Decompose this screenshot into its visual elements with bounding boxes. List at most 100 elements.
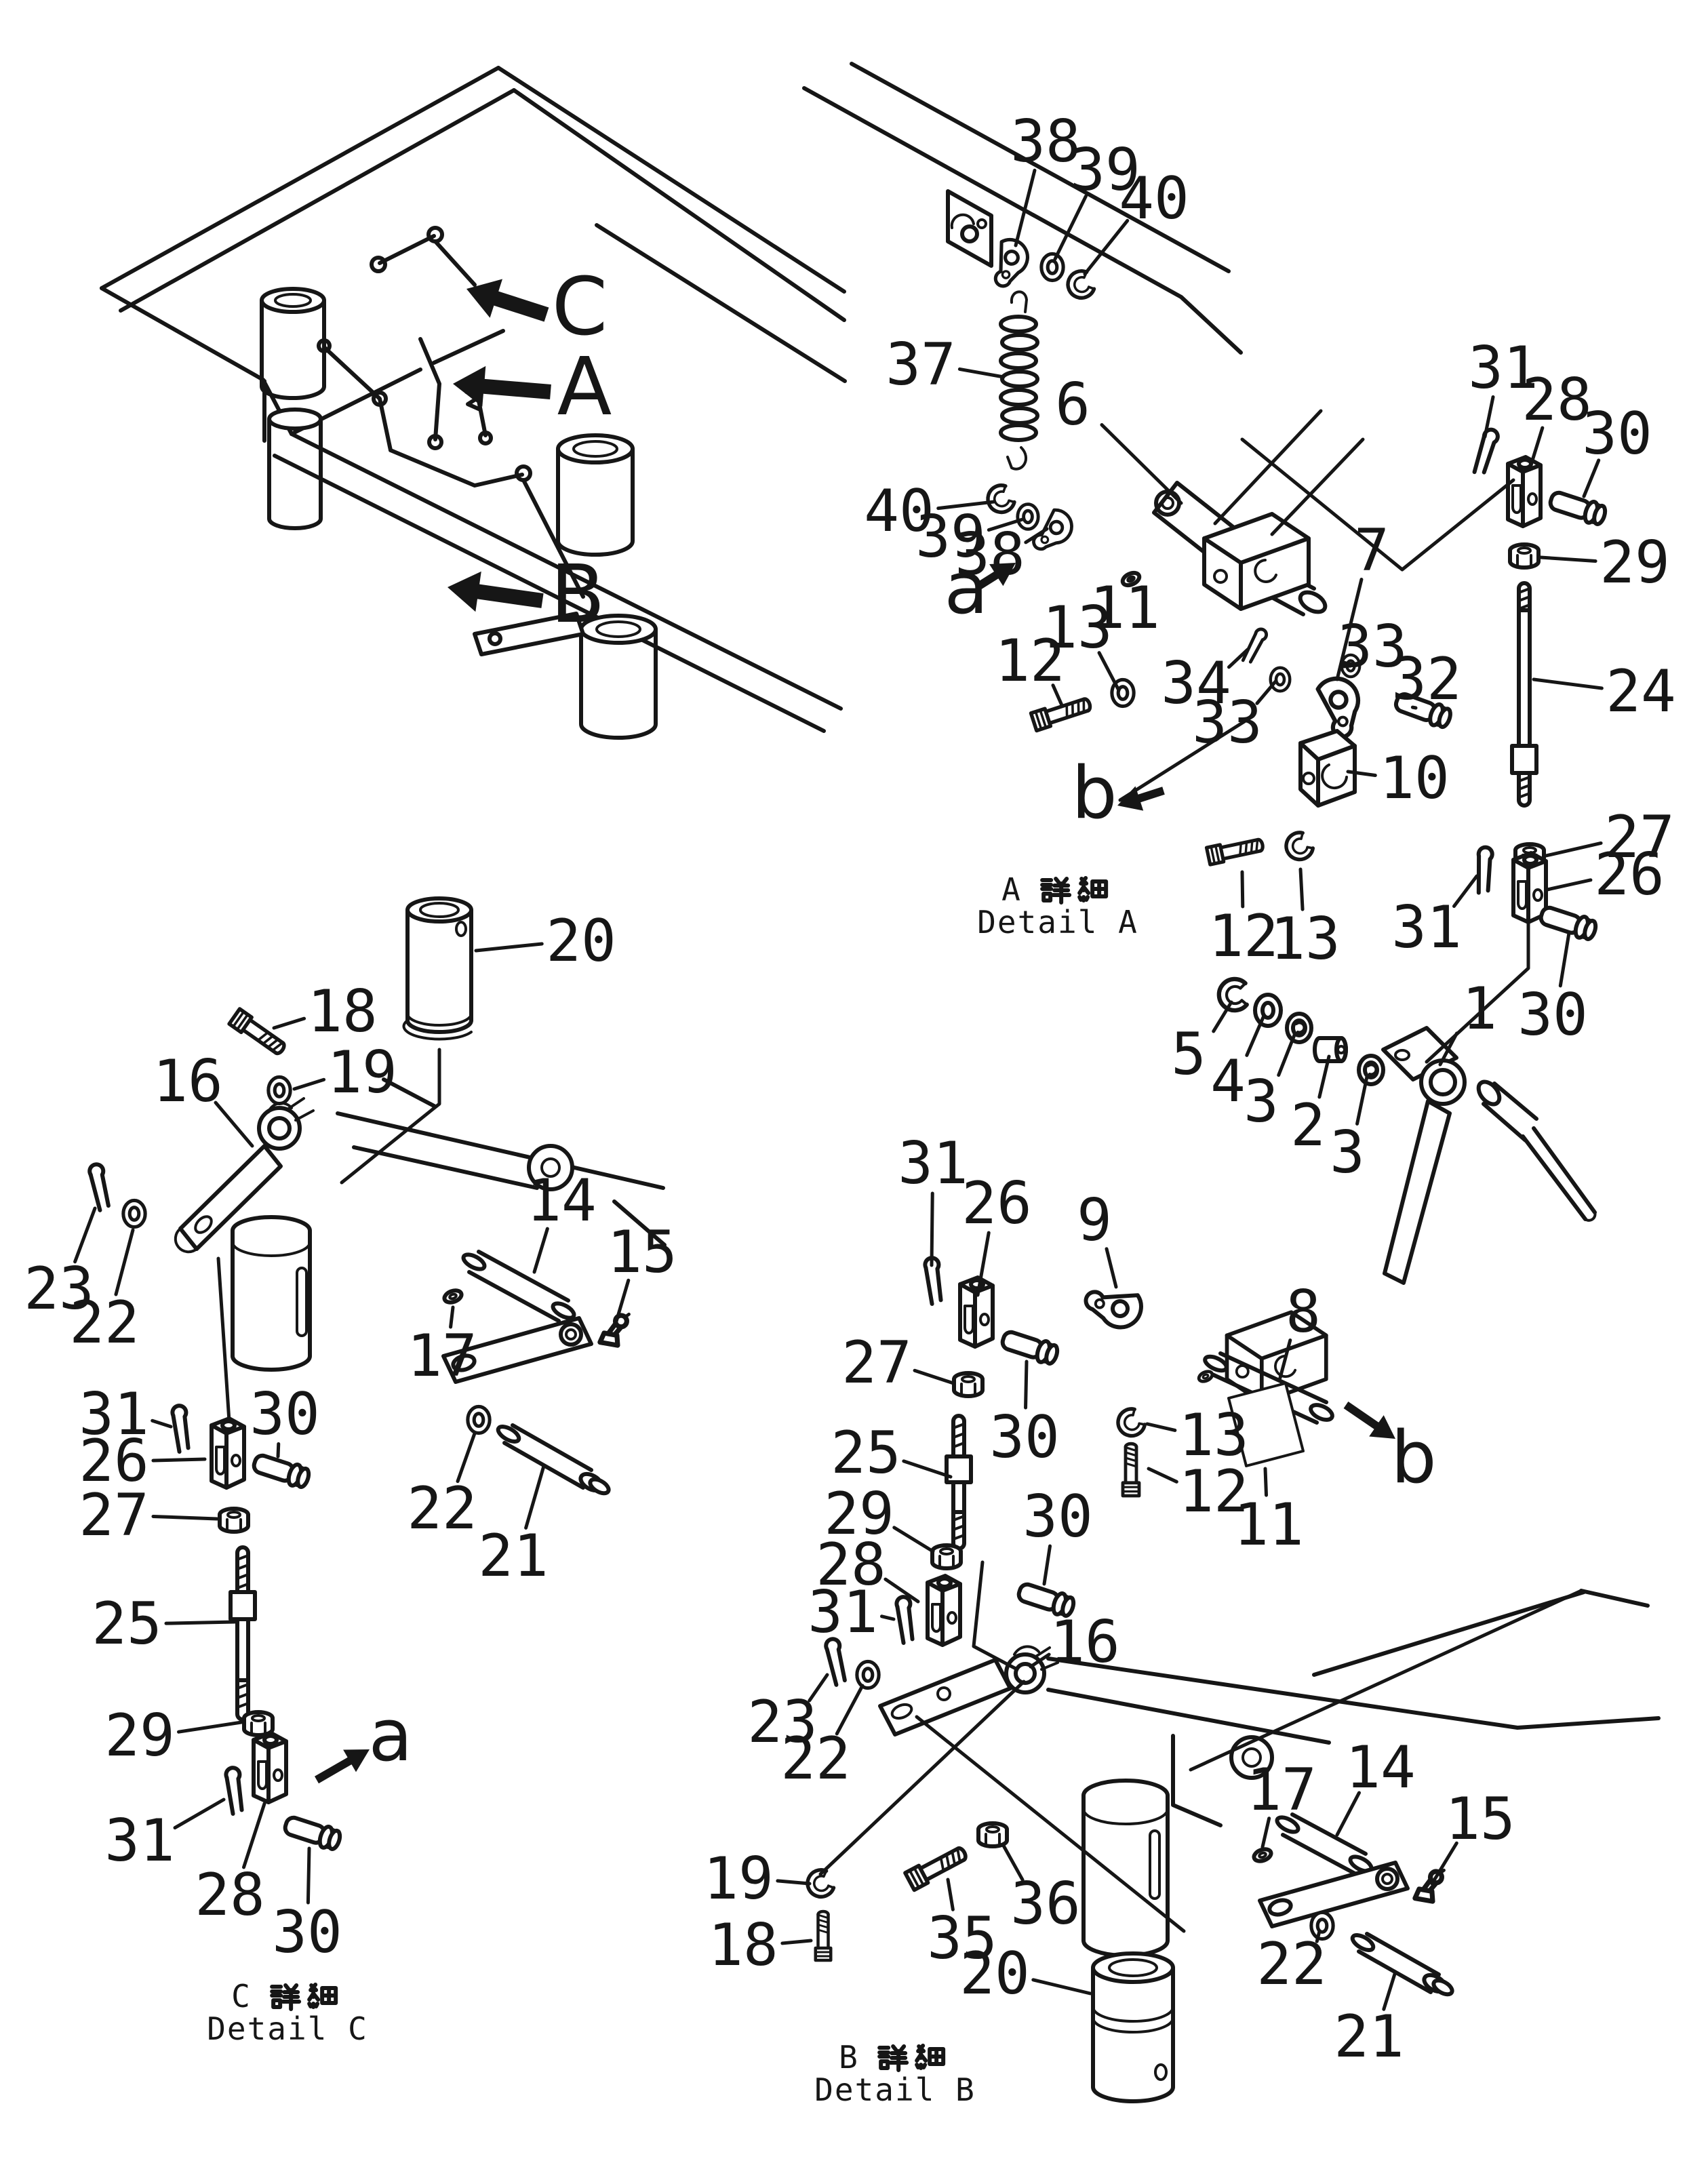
leader-line (1582, 458, 1601, 498)
leader-line (1263, 1467, 1269, 1497)
plate-11 (1227, 1382, 1305, 1467)
overview-drawing (100, 66, 847, 740)
frame-beams (1046, 1589, 1661, 1827)
leader-line (1278, 1338, 1292, 1380)
mount-bracket (946, 189, 993, 268)
callout-a-30: 30 (1517, 981, 1588, 1049)
leader-line (449, 1305, 455, 1329)
overview-view-label-C: C (551, 260, 608, 353)
leader-line (151, 1457, 207, 1463)
frame-rail-bottom (273, 432, 843, 733)
leader-line (1315, 1929, 1322, 1943)
frame-beams (802, 62, 1243, 355)
lever-16 (174, 1097, 315, 1254)
kanji-shousai-icon (1039, 876, 1108, 905)
leader-line (1438, 1031, 1459, 1067)
callout-leader-lines (73, 168, 1604, 2011)
detail-c-title-jp: C (231, 1978, 338, 2015)
position-link-cross (818, 1680, 1186, 1933)
leader-line (1558, 931, 1571, 988)
detail-b-drawing (803, 1256, 1661, 2103)
callout-b-36: 36 (1010, 1870, 1081, 1938)
leader-line (176, 1720, 243, 1734)
frame-rail-left (100, 66, 516, 313)
leader-line (151, 1514, 219, 1521)
detail-b-title-en: Detail B (814, 2071, 976, 2108)
lever-16 (878, 1645, 1059, 1737)
leader-line (173, 1798, 226, 1830)
overview-view-label-A: A (557, 340, 612, 433)
frame-boss (527, 1144, 574, 1191)
leader-line (913, 1368, 955, 1385)
callout-c-26: 26 (79, 1427, 149, 1495)
callout-a-37: 37 (886, 331, 956, 399)
leader-line (987, 517, 1025, 532)
overview-cylinder-4 (579, 614, 658, 740)
callout-a-38: 38 (955, 521, 1025, 589)
callout-c-18: 18 (307, 978, 378, 1046)
view-letter-a-a: a (944, 547, 989, 630)
callout-a-7: 7 (1354, 517, 1389, 584)
callout-b-28: 28 (816, 1531, 886, 1599)
view-letter-arrow-b (1343, 1402, 1395, 1439)
leader-line (1532, 677, 1604, 690)
leader-b-view (1118, 714, 1255, 802)
leader-line (1355, 1075, 1369, 1126)
callout-a-32: 32 (1391, 646, 1462, 713)
detail-b-title-jp: B (839, 2039, 946, 2076)
callout-a-10: 10 (1379, 745, 1450, 812)
callout-c-23: 23 (24, 1255, 94, 1323)
spring-37 (999, 290, 1039, 471)
callout-b-27: 27 (841, 1329, 912, 1397)
position-link-upper (1240, 437, 1515, 572)
leader-line (1245, 1014, 1266, 1057)
beam-to-block (1213, 409, 1365, 536)
detail-a-letter: A (1001, 871, 1020, 908)
leader-line (1042, 1544, 1052, 1586)
leader-line (1014, 168, 1037, 247)
view-letter-arrow-a (315, 1749, 370, 1784)
callout-c-20: 20 (546, 907, 616, 975)
leader-line (272, 1016, 306, 1030)
leader-line (1097, 651, 1121, 692)
callout-c-22: 22 (407, 1475, 477, 1543)
overview-view-arrow-C (466, 279, 549, 322)
overview-cylinder-1 (260, 287, 326, 400)
callout-a-12: 12 (1208, 902, 1279, 970)
callout-a-3: 3 (1244, 1068, 1279, 1136)
leader-line (1544, 841, 1603, 858)
callout-b-20: 20 (959, 1940, 1030, 2008)
knob-cylinder-20 (1091, 1951, 1175, 2103)
leader-line (1100, 423, 1183, 505)
leader-line (532, 1227, 549, 1274)
callout-c-31: 31 (79, 1381, 149, 1448)
leader-line (808, 1673, 829, 1703)
leader-line (1024, 527, 1049, 544)
detail-b-letter: B (839, 2039, 858, 2076)
callout-a-5: 5 (1171, 1020, 1206, 1088)
callout-c-17: 17 (407, 1322, 477, 1390)
callout-c-27: 27 (79, 1482, 149, 1549)
block-10 (1298, 729, 1357, 808)
callout-a-13: 13 (1042, 594, 1113, 662)
leader-line (1430, 1841, 1458, 1886)
callout-a-28: 28 (1522, 366, 1592, 434)
leader-line (1031, 1978, 1092, 1996)
callout-c-25: 25 (92, 1590, 162, 1658)
callout-b-30: 30 (1022, 1483, 1093, 1551)
leader-line (1335, 1791, 1362, 1837)
leader-line (976, 1231, 991, 1297)
position-link-lower (1425, 912, 1530, 1064)
callout-b-31: 31 (808, 1579, 878, 1646)
leader-line (1483, 395, 1495, 439)
leader-line (1240, 870, 1245, 909)
pin-21 (1350, 1932, 1454, 1997)
callout-a-40: 40 (864, 477, 934, 545)
callout-a-3: 3 (1330, 1119, 1365, 1187)
overview-cylinder-3 (556, 433, 635, 557)
leader-line (936, 500, 996, 511)
detail-c-drawing (85, 896, 667, 1852)
callout-b-25: 25 (831, 1419, 901, 1487)
